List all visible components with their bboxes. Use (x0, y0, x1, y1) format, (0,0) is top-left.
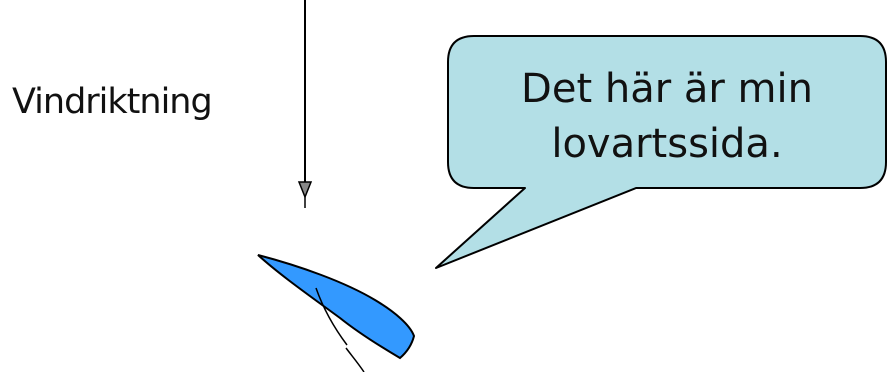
wind-arrow-head (297, 181, 313, 200)
callout-line-1: Det här är min (521, 66, 813, 112)
wind-direction-label: Vindriktning (12, 82, 213, 122)
callout-line-2: lovartssida. (551, 121, 783, 167)
wake-line (345, 347, 365, 372)
callout-text: Det här är min lovartssida. (452, 62, 882, 172)
sailboat-hull (257, 254, 416, 360)
sail-line (315, 287, 348, 346)
speech-bubble (435, 35, 887, 269)
